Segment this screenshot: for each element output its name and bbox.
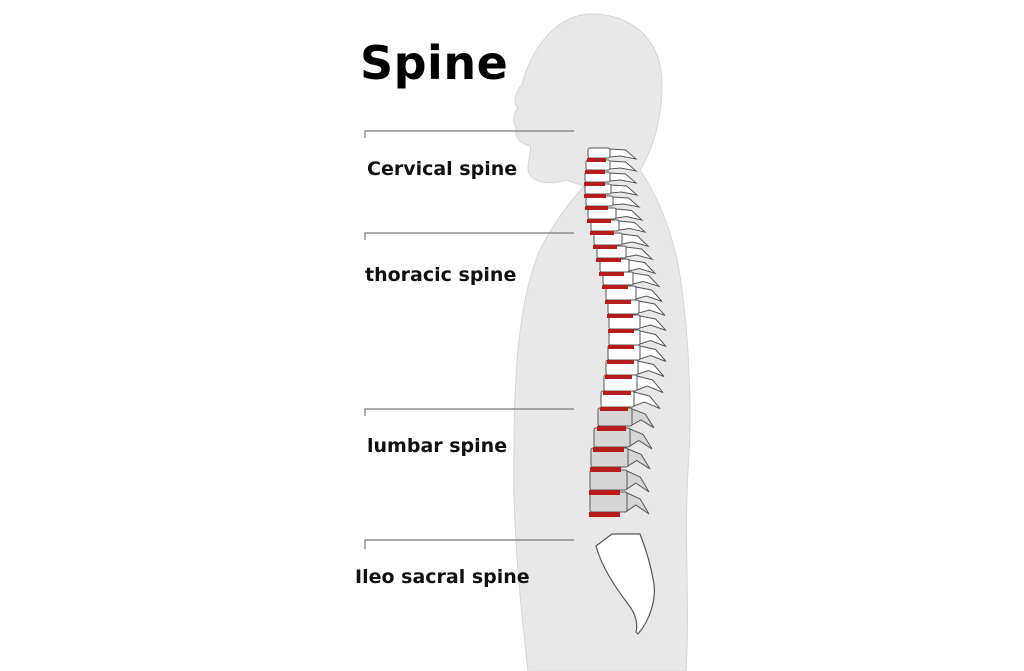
intervertebral-discs [584,158,634,517]
intervertebral-disc [607,360,634,364]
spinous-process [639,345,667,362]
spinous-process [609,160,638,172]
leader-line-thoracic [364,232,574,240]
spinous-process [632,272,661,288]
label-cervical-spine: Cervical spine [367,158,518,180]
intervertebral-disc [585,170,605,174]
spinous-process [609,172,638,184]
intervertebral-disc [584,194,606,198]
spinous-process [625,246,654,261]
intervertebral-disc [605,375,632,379]
spinous-process [626,470,650,493]
spinous-process [628,259,657,275]
spinous-process [627,448,651,470]
intervertebral-disc [589,490,620,495]
intervertebral-disc [607,314,633,318]
spinous-process [639,330,667,347]
intervertebral-disc [584,182,605,186]
intervertebral-disc [587,219,611,223]
intervertebral-disc [589,512,620,517]
vertebra-body [587,147,611,159]
intervertebral-disc [605,300,631,304]
intervertebral-disc [608,329,634,333]
intervertebral-disc [602,285,628,289]
sacrum-bone [595,533,655,635]
intervertebral-disc [585,206,608,210]
intervertebral-disc [599,272,624,276]
spinous-process [621,233,650,248]
leader-line-lumbar [364,408,574,416]
leader-line-cervical [364,130,574,138]
intervertebral-disc [587,158,606,162]
intervertebral-disc [596,258,621,262]
spinous-process [618,220,647,234]
vertebra-body [589,469,628,491]
label-sacral-spine: Ileo sacral spine [355,566,530,588]
intervertebral-disc [600,407,628,411]
intervertebral-disc [590,467,621,472]
spinous-process [612,196,641,208]
spinous-process [629,428,653,450]
intervertebral-disc [603,391,631,395]
intervertebral-disc [593,245,617,249]
spinous-process [609,148,638,160]
intervertebral-disc [593,447,624,452]
spinous-process [638,300,666,316]
spinous-process [610,184,639,196]
body-silhouette [513,13,691,671]
intervertebral-disc [597,426,626,431]
spinous-process [633,391,661,410]
vertebral-column [584,147,667,515]
spinous-process [631,408,655,429]
label-thoracic-spine: thoracic spine [365,264,517,286]
spinous-process [637,360,665,377]
leader-line-sacral [364,539,574,549]
spinous-process [626,492,650,515]
spinous-process [635,286,663,302]
intervertebral-disc [608,345,634,349]
label-lumbar-spine: lumbar spine [367,435,508,457]
spinous-process [615,208,644,222]
intervertebral-disc [590,231,614,235]
diagram-title: Spine [360,36,509,90]
spinous-process [636,375,664,394]
spinous-process [639,315,667,331]
